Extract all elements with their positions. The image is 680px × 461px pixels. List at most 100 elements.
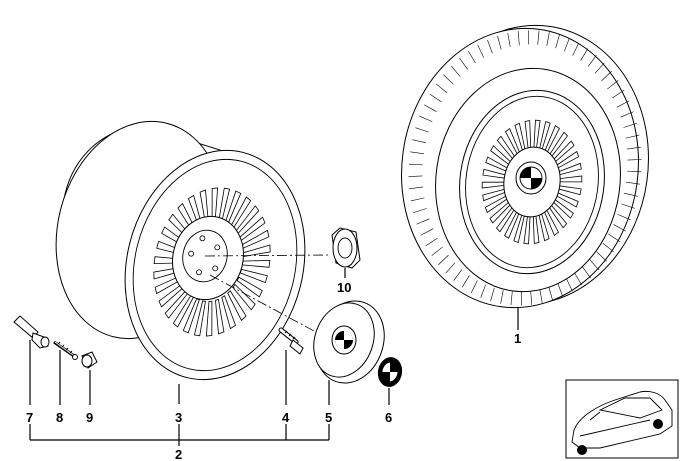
- callout-6: 6: [385, 410, 392, 425]
- tread-groove: [601, 71, 612, 82]
- tread-groove: [625, 134, 640, 139]
- tread-groove: [621, 203, 635, 209]
- tread-groove: [412, 139, 427, 144]
- tread-groove: [587, 55, 597, 67]
- callout-3: 3: [175, 410, 182, 425]
- tread-groove: [623, 192, 638, 197]
- tread-groove: [625, 181, 640, 185]
- tread-groove: [546, 32, 550, 47]
- tread-groove: [594, 62, 605, 74]
- center-cap-icon[interactable]: [331, 227, 361, 269]
- tread-groove: [445, 262, 456, 274]
- car-locator-thumbnail-icon[interactable]: [565, 379, 679, 459]
- callout-9: 9: [86, 410, 93, 425]
- tread-groove: [438, 254, 449, 265]
- tread-groove: [607, 80, 619, 90]
- tread-groove: [539, 289, 543, 304]
- tread-groove: [409, 186, 424, 190]
- callout-7: 7: [26, 410, 33, 425]
- tread-groove: [602, 242, 614, 253]
- bolt-hole: [196, 269, 202, 276]
- tread-groove: [580, 48, 589, 61]
- rim-spoke: [236, 276, 263, 298]
- tread-groove: [620, 111, 634, 118]
- callout-2: 2: [175, 447, 182, 461]
- tread-groove: [424, 104, 437, 112]
- tread-groove: [431, 246, 443, 256]
- tread-groove: [436, 83, 448, 94]
- bolt-hole: [212, 265, 219, 272]
- callout-10: 10: [337, 280, 351, 295]
- tread-groove: [497, 35, 502, 50]
- callout-5: 5: [325, 410, 332, 425]
- callout-8: 8: [56, 410, 63, 425]
- tread-groove: [477, 44, 485, 58]
- rim-spoke: [193, 300, 206, 337]
- tread-groove: [459, 57, 468, 70]
- valve-stem-icon[interactable]: [13, 315, 50, 349]
- tread-groove: [613, 224, 626, 232]
- tread-groove: [616, 100, 630, 108]
- tread-groove: [574, 272, 582, 286]
- tread-groove: [429, 93, 442, 103]
- tread-groove: [500, 289, 504, 304]
- tread-groove: [555, 34, 560, 49]
- tread-groove: [608, 233, 621, 243]
- tread-groove: [461, 275, 470, 288]
- valve-core-icon[interactable]: [53, 340, 78, 360]
- tread-groove: [612, 89, 625, 99]
- hub-cap-icon[interactable]: [304, 291, 396, 393]
- tread-groove: [627, 170, 642, 173]
- tread-groove: [565, 278, 573, 292]
- tread-groove: [557, 282, 563, 297]
- assembly-axis-line: [204, 254, 341, 346]
- tread-groove: [548, 286, 553, 301]
- tread-groove: [626, 146, 641, 150]
- tread-groove: [530, 290, 533, 305]
- tread-groove: [627, 159, 642, 161]
- bolt-hole: [188, 250, 195, 257]
- tread-groove: [410, 197, 425, 202]
- leader-lines: [29, 268, 519, 446]
- tread-groove: [582, 266, 591, 279]
- tread-groove: [596, 251, 607, 262]
- tread-groove: [410, 151, 425, 155]
- tread-groove: [413, 208, 427, 214]
- callout-4: 4: [282, 410, 290, 425]
- tread-groove: [419, 115, 433, 122]
- tread-groove: [623, 122, 637, 128]
- tread-groove: [487, 39, 493, 54]
- tread-groove: [416, 218, 430, 225]
- tread-groove: [408, 175, 423, 177]
- tread-groove: [425, 237, 438, 247]
- tread-groove: [453, 269, 463, 281]
- tread-groove: [589, 259, 600, 271]
- tread-groove: [572, 42, 580, 56]
- rim-spoke: [215, 298, 225, 335]
- tread-groove: [470, 280, 478, 294]
- rim-spoke: [232, 283, 256, 311]
- wheel-bolt-icon[interactable]: [278, 327, 304, 355]
- tread-groove: [517, 31, 520, 46]
- bmw-emblem-icon[interactable]: [376, 355, 405, 389]
- tread-groove: [415, 127, 429, 133]
- tread-groove: [617, 214, 631, 221]
- bolt-hole: [214, 244, 221, 251]
- tread-groove: [450, 65, 461, 77]
- alloy-rim-icon[interactable]: [34, 103, 329, 398]
- tread-groove: [443, 74, 454, 85]
- tread-groove: [490, 287, 495, 302]
- rim-spoke: [221, 295, 237, 330]
- tread-groove: [564, 38, 570, 52]
- tread-groove: [507, 32, 511, 47]
- valve-cap-icon[interactable]: [81, 351, 98, 369]
- tire-wheel-assembly-icon[interactable]: [384, 10, 667, 323]
- rim-spoke: [227, 290, 247, 322]
- bolt-hole: [199, 235, 206, 242]
- tread-groove: [480, 284, 486, 298]
- tread-groove: [468, 50, 476, 64]
- tread-groove: [420, 228, 434, 236]
- tread-groove: [408, 163, 423, 166]
- rim-spoke: [205, 300, 213, 337]
